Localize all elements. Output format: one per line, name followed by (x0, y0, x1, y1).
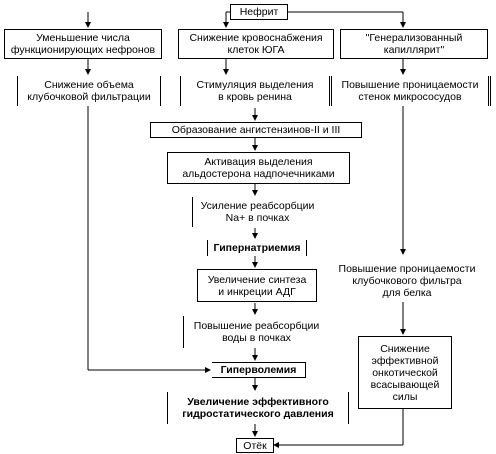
node-angiotensin-formation: Образование ангистензинов-II и III (150, 122, 362, 138)
node-water-reabsorption: Повышение реабсорбции воды в почках (183, 316, 329, 348)
node-reduced-blood-supply: Снижение кровоснабжения клеток ЮГА (178, 29, 334, 59)
node-hypervolemia: Гиперволемия (212, 362, 306, 378)
node-hydrostatic-pressure: Увеличение эффективного гидростатическог… (167, 392, 349, 424)
node-sodium-reabsorption: Усиление реабсорбции Na+ в почках (192, 197, 322, 227)
node-oncotic-pressure: Снижение эффективной онкотической всасыв… (358, 336, 452, 409)
node-microvessel-permeability: Повышение проницаемости стенок микрососу… (329, 76, 491, 106)
node-generalized-capillaritis: "Генерализованный капиллярит" (340, 29, 488, 59)
node-renin-release: Стимуляция выделения в кровь ренина (180, 76, 330, 106)
node-nephritis: Нефрит (230, 4, 288, 20)
node-reduced-gfr: Снижение объема клубочковой фильтрации (17, 76, 161, 106)
node-adh-synthesis: Увеличение синтеза и инкреции АДГ (197, 269, 317, 302)
node-edema: Отёк (236, 438, 274, 453)
node-reduced-nephrons: Уменьшение числа функционирующих нефроно… (4, 29, 162, 59)
node-filter-permeability: Повышение проницаемости клубочкового фил… (338, 263, 476, 299)
node-hypernatremia: Гипернатриемия (207, 240, 307, 256)
node-aldosterone-activation: Активация выделения альдостерона надпоче… (167, 152, 350, 184)
